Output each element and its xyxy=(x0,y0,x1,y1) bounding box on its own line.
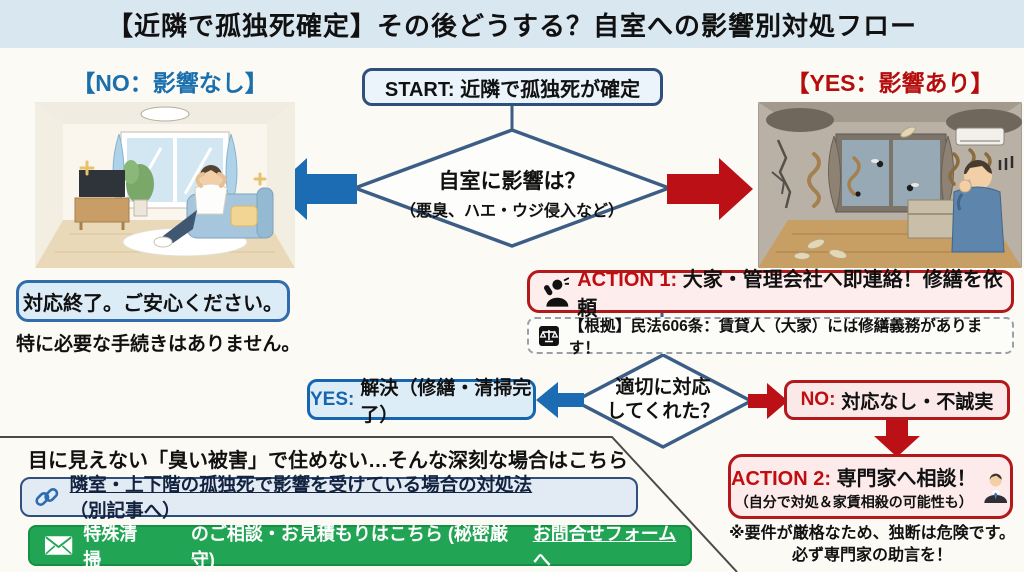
branch-no-label: 【NO：影響なし】 xyxy=(72,70,268,96)
decision2-line1: 適切に対応 xyxy=(615,377,711,398)
action1-box: ACTION 1: 大家・管理会社へ即連絡！修繕を依頼 xyxy=(527,268,1014,320)
article-link-text[interactable]: 隣室・上下階の孤独死で影響を受けている場合の対処法 xyxy=(69,474,533,495)
damaged-room-illustration xyxy=(758,102,1022,268)
action2-box: ACTION 2: 専門家へ相談！ （自分で対処＆家賃相殺の可能性も） xyxy=(728,454,1013,519)
legal-basis-box: 【根拠】民法606条：賃貸人（大家）には修繕義務があります！ xyxy=(527,317,1014,357)
done-label: 対応終了。ご安心ください。 xyxy=(23,292,283,315)
yes-result-box: YES: 解決（修繕・清掃完了） xyxy=(307,378,536,426)
mail-icon xyxy=(44,536,73,555)
expert-avatar-icon xyxy=(983,473,1007,503)
no-result-prefix: NO: xyxy=(800,389,836,410)
action1-text: 大家・管理会社へ即連絡！修繕を依頼 xyxy=(577,268,1003,320)
arrow-no-to-action2 xyxy=(874,420,920,457)
article-link-box[interactable]: 隣室・上下階の孤独死で影響を受けている場合の対処法 （別記事へ） xyxy=(20,474,638,521)
caution-line1: ※要件が厳格なため、独断は危険です。 xyxy=(729,525,1015,542)
start-node: START: 近隣で孤独死が確定 xyxy=(362,68,663,106)
arrow-no-result xyxy=(748,383,788,419)
decision1-text: 自室に影響は？ （悪臭、ハエ・ウジ侵入など） xyxy=(362,165,662,221)
smell-damage-heading: 目に見えない「臭い被害」で住めない…そんな深刻な場合はこちら xyxy=(28,450,628,472)
law-book-icon xyxy=(538,325,559,346)
caution-note: ※要件が厳格なため、独断は危険です。 必ず専門家の助言を！ xyxy=(722,523,1022,568)
decision1-detail: （悪臭、ハエ・ウジ侵入など） xyxy=(399,203,624,220)
contact-cta-bar[interactable]: 特殊清掃 のご相談・お見積もりはこちら (秘密厳守) お問合せフォームへ xyxy=(28,524,692,570)
branch-yes-label: 【YES：影響あり】 xyxy=(786,70,994,96)
start-label: START: 近隣で孤独死が確定 xyxy=(384,78,641,101)
decision1-question: 自室に影響は？ xyxy=(438,170,586,193)
decision2-line2: してくれた？ xyxy=(606,400,720,422)
cta-text: のご相談・お見積もりはこちら (秘密厳守) xyxy=(190,523,508,570)
cta-form-link[interactable]: お問合せフォームへ xyxy=(532,523,677,570)
arrow-yes-right xyxy=(667,158,753,220)
no-result-text: 対応なし・不誠実 xyxy=(841,391,994,413)
clean-room-illustration xyxy=(35,102,295,268)
article-link-suffix: （別記事へ） xyxy=(69,500,181,521)
caution-line2: 必ず専門家の助言を！ xyxy=(791,547,952,565)
decision2-text: 適切に対応 してくれた？ xyxy=(588,376,738,424)
yes-result-text: 解決（修繕・清掃完了） xyxy=(360,377,532,426)
action2-prefix: ACTION 2: xyxy=(731,467,831,490)
arrow-yes-result xyxy=(536,382,584,418)
action1-prefix: ACTION 1: xyxy=(577,268,678,291)
legal-basis-text: 【根拠】民法606条：賃貸人（大家）には修繕義務があります！ xyxy=(568,317,983,357)
action2-title: 専門家へ相談！ xyxy=(836,467,977,490)
no-branch-result-box: 対応終了。ご安心ください。 xyxy=(16,280,290,322)
no-result-box: NO: 対応なし・不誠実 xyxy=(784,380,1010,420)
no-branch-note: 特に必要な手続きはありません。 xyxy=(16,334,301,355)
phone-call-icon xyxy=(544,276,570,307)
action2-sub: （自分で対処＆家賃相殺の可能性も） xyxy=(734,493,973,510)
yes-result-prefix: YES: xyxy=(310,388,355,410)
page-title: 【近隣で孤独死確定】その後どうする？自室への影響別対処フロー xyxy=(106,10,917,41)
link-icon xyxy=(35,488,59,506)
title-bar: 【近隣で孤独死確定】その後どうする？自室への影響別対処フロー xyxy=(0,0,1024,48)
cta-service: 特殊清掃 xyxy=(83,523,138,570)
